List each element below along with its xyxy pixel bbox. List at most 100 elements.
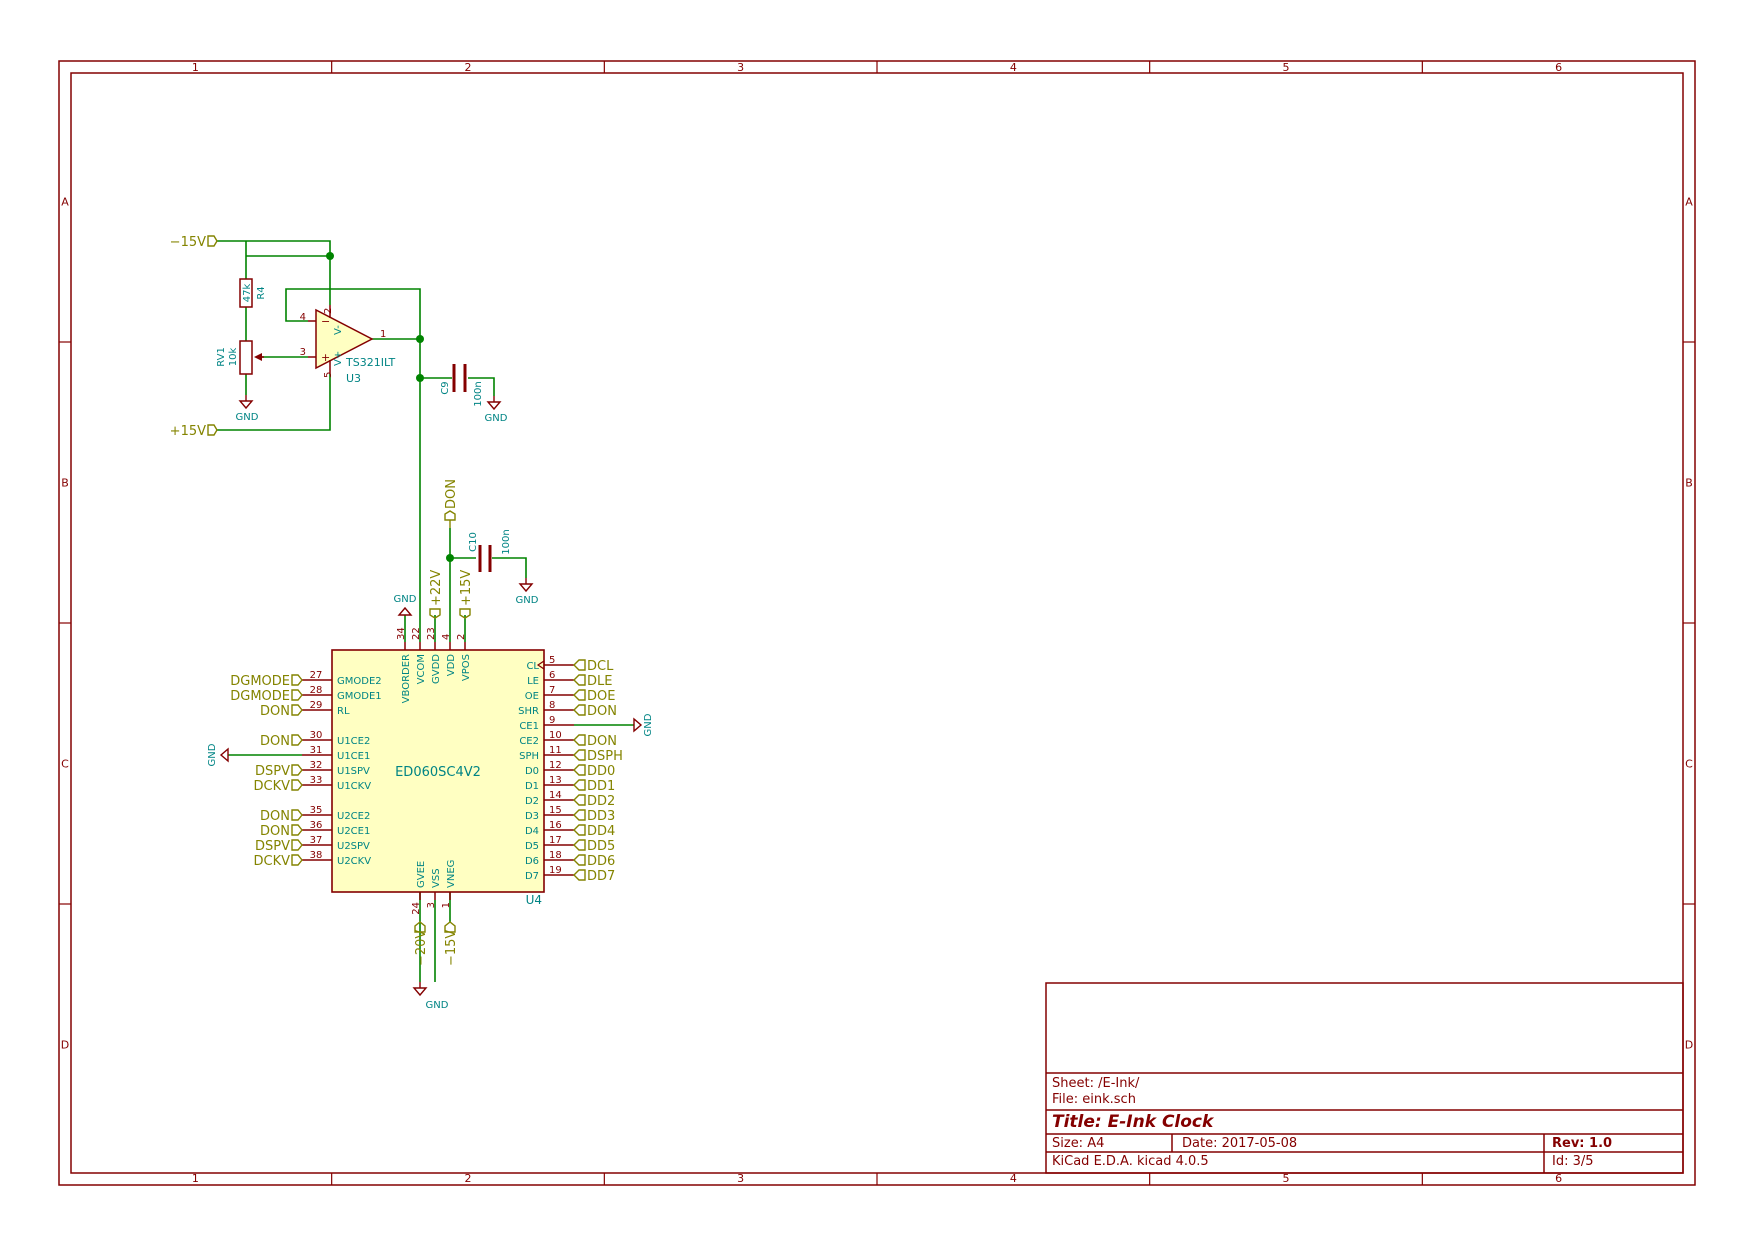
u4-ref: U4 bbox=[526, 893, 542, 907]
pos15-left-text: +15V bbox=[170, 424, 206, 439]
power-label-pos15-top: +15V bbox=[459, 570, 474, 619]
u4-net-label: DCKV bbox=[253, 779, 290, 794]
frame-col-label-top: 4 bbox=[1010, 61, 1017, 74]
u4-net-flag bbox=[573, 704, 586, 716]
don-top-text: DON bbox=[444, 479, 459, 509]
u4-pin-name: D7 bbox=[525, 871, 539, 882]
u4-net-flag bbox=[291, 779, 303, 791]
u4-pin-name: SHR bbox=[518, 706, 539, 717]
u4-pin-name: U1CE1 bbox=[337, 751, 370, 762]
neg15-top-text: −15V bbox=[170, 235, 206, 250]
u4-net-label: DCKV bbox=[253, 854, 290, 869]
u4-net-flag bbox=[573, 734, 586, 746]
gnd-label: GND bbox=[643, 713, 654, 736]
u4-pin-number: 37 bbox=[310, 835, 323, 846]
u4-net-flag bbox=[291, 689, 303, 701]
c10-value: 100n bbox=[501, 529, 512, 554]
u4-net-label: DD7 bbox=[587, 869, 615, 884]
u3-vplus-label: V+ bbox=[333, 351, 344, 366]
frame-grid-ticks bbox=[59, 61, 1695, 1185]
u4-net-flag bbox=[291, 824, 303, 836]
u4-pin-number: 31 bbox=[310, 745, 323, 756]
u4-net-flag bbox=[291, 674, 303, 686]
gnd-symbol bbox=[633, 717, 643, 733]
potentiometer-rv1: RV1 10k bbox=[216, 340, 264, 375]
u4-pin-name: U2CE2 bbox=[337, 811, 370, 822]
power-label-neg15-top: −15V bbox=[170, 235, 218, 250]
u4-net-flag bbox=[291, 809, 303, 821]
frame-row-label-right: A bbox=[1685, 196, 1693, 209]
u4-pin-name: CE2 bbox=[519, 736, 539, 747]
u4-net-label: DD1 bbox=[587, 779, 615, 794]
u3-pin3-number: 3 bbox=[300, 347, 306, 358]
u4-net-flag bbox=[573, 749, 586, 761]
frame-col-label-top: 2 bbox=[465, 61, 472, 74]
u4-pin-number: 17 bbox=[549, 835, 562, 846]
gnd-label-c9: GND bbox=[485, 413, 508, 424]
u4-net-label: DON bbox=[587, 704, 617, 719]
u4-pin-name: D0 bbox=[525, 766, 539, 777]
title-block: Sheet: /E-Ink/ File: eink.sch Title: E-I… bbox=[1045, 982, 1684, 1174]
u3-ref: U3 bbox=[346, 372, 361, 385]
u4-pin-number: 6 bbox=[549, 670, 555, 681]
u4-net-flag bbox=[573, 809, 586, 821]
u4-net-flag bbox=[291, 734, 303, 746]
u4-pin-number: 24 bbox=[411, 902, 422, 915]
u4-pin-number: 8 bbox=[549, 700, 555, 711]
u4-pin-number: 19 bbox=[549, 865, 562, 876]
title-block-tool: KiCad E.D.A. kicad 4.0.5 bbox=[1052, 1154, 1209, 1169]
u4-pin-number: 12 bbox=[549, 760, 562, 771]
u4-pin-name: OE bbox=[525, 691, 539, 702]
u4-pin-number: 3 bbox=[426, 902, 437, 908]
u4-pin-number: 33 bbox=[310, 775, 323, 786]
u4-net-label: DD3 bbox=[587, 809, 615, 824]
c9-value: 100n bbox=[473, 381, 484, 406]
u4-pin-number: 34 bbox=[396, 627, 407, 640]
opamp-u3: − + V- V+ 4 3 2 5 1 TS321ILT U3 bbox=[300, 305, 396, 385]
frame-row-label-left: D bbox=[61, 1039, 69, 1052]
u4-pin-number: 32 bbox=[310, 760, 323, 771]
u4-net-label: DLE bbox=[587, 674, 612, 689]
u4-net-label: DSPV bbox=[255, 839, 290, 854]
u4-pin-name: U2CE1 bbox=[337, 826, 370, 837]
u4-pin-number: 23 bbox=[426, 627, 437, 640]
frame-col-label-top: 6 bbox=[1555, 61, 1562, 74]
u4-pin-number: 36 bbox=[310, 820, 323, 831]
u4-net-flag bbox=[573, 839, 586, 851]
u4-pin-number: 15 bbox=[549, 805, 562, 816]
u4-pin-name: VPOS bbox=[461, 654, 472, 681]
u4-net-label: DON bbox=[260, 824, 290, 839]
gnd-label-vborder: GND bbox=[394, 594, 417, 605]
u4-pin-name: D6 bbox=[525, 856, 539, 867]
u3-minus-sign: − bbox=[321, 315, 330, 328]
u3-plus-sign: + bbox=[321, 351, 330, 364]
gnd-symbol bbox=[219, 747, 229, 763]
u4-net-label: DON bbox=[587, 734, 617, 749]
frame-col-label-bottom: 4 bbox=[1010, 1172, 1017, 1185]
pos15-top-text: +15V bbox=[459, 570, 474, 606]
u4-pin-name: D4 bbox=[525, 826, 539, 837]
power-label-neg15-bottom: −15V bbox=[444, 921, 459, 966]
u4-net-label: DSPH bbox=[587, 749, 623, 764]
rv1-value: 10k bbox=[228, 348, 239, 367]
u4-pin-number: 14 bbox=[549, 790, 562, 801]
title-block-file: File: eink.sch bbox=[1052, 1092, 1136, 1107]
u4-pin-name: VDD bbox=[446, 654, 457, 677]
u4-pin-name: CL bbox=[526, 661, 539, 672]
u4-pin-name: VSS bbox=[431, 868, 442, 888]
u4-net-label: DGMODE bbox=[230, 674, 290, 689]
u4-net-flag bbox=[291, 839, 303, 851]
u4-pin-name: LE bbox=[527, 676, 539, 687]
frame-col-label-top: 3 bbox=[737, 61, 744, 74]
u4-net-flag bbox=[573, 689, 586, 701]
u4-net-flag bbox=[573, 659, 586, 671]
u4-net-label: DCL bbox=[587, 659, 614, 674]
u4-pin-name: U2CKV bbox=[337, 856, 371, 867]
r4-value: 47k bbox=[242, 284, 253, 303]
u4-pin-number: 2 bbox=[456, 634, 467, 640]
u4-net-label: DON bbox=[260, 809, 290, 824]
u4-pin-name: RL bbox=[337, 706, 350, 717]
u4-net-flag bbox=[573, 674, 586, 686]
